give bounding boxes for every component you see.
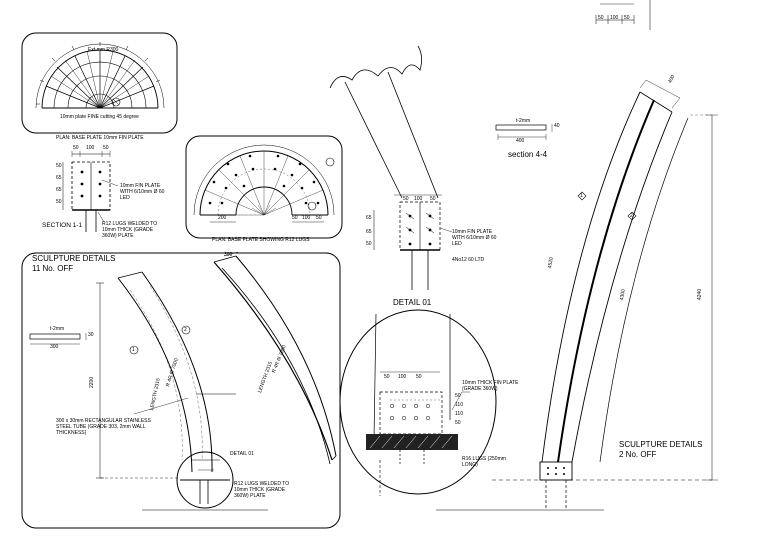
sculpture-11-height: 2200 — [89, 376, 95, 388]
top-right-dim-3: 50 — [624, 15, 630, 21]
detail-circle-plate-note: 10mm THICK FIN PLATE (GRADE 360W) — [462, 380, 519, 392]
section-1-1-side-dim-2: 65 — [56, 175, 62, 181]
sculpture-11-lug-note: R12 LUGS WELDED TO 10mm THICK (GRADE 360… — [234, 481, 290, 499]
section-4-4-flat-dim-side: 40 — [554, 123, 560, 129]
detail-01-title: DETAIL 01 — [393, 298, 432, 307]
detail-circle-side-dim-3: 110 — [455, 411, 463, 417]
detail-01-dim-2: 100 — [414, 196, 423, 202]
detail-circle-side-dim-1: 50 — [455, 393, 461, 399]
section-1-1-side-dim-1: 50 — [56, 163, 62, 169]
detail-circle-dim-1: 50 — [384, 374, 390, 380]
detail-01-side-dim-1: 65 — [366, 215, 372, 221]
top-right-dim-2: 100 — [610, 15, 619, 21]
lugs-plate-caption: PLAN: BASE PLATE SHOWING R12 LUGS — [212, 237, 310, 243]
detail-01-drawing — [329, 45, 453, 290]
sculpture-11-tube-note: 300 x 30mm RECTANGULAR STAINLESS STEEL T… — [56, 418, 151, 436]
top-right-dims — [595, 0, 651, 30]
section-1-1-fin-note: 10mm FIN PLATE WITH 6/10mm Ø 60 LED — [120, 183, 165, 201]
fin-plate-panel — [21, 32, 178, 134]
sculpture-2-callout-a: 1 — [580, 193, 583, 199]
section-1-1-dim-1: 50 — [73, 145, 79, 151]
detail-circle-side-dim-2: 110 — [455, 402, 463, 408]
sculpture-2-drawing — [492, 79, 718, 510]
detail-circle-side-dim-4: 50 — [455, 420, 461, 426]
detail-circle-drawing — [339, 309, 604, 511]
sculpture-11-detail-ref: DETAIL 01 — [230, 451, 254, 457]
sculpture-2-callout-b: 2 — [630, 213, 633, 219]
sculpture-2-title: SCULPTURE DETAILS — [619, 440, 703, 449]
section-1-1-dim-3: 50 — [103, 145, 109, 151]
top-right-dim-1: 50 — [598, 15, 604, 21]
section-1-1-title: SECTION 1-1 — [42, 222, 83, 229]
lugs-plate-dim-2: 100 — [302, 215, 311, 221]
sculpture-11-panel — [21, 251, 341, 529]
section-1-1-side-dim-3: 65 — [56, 187, 62, 193]
detail-01-fin-note: 10mm FIN PLATE WITH 6/10mm Ø 60 LED — [452, 229, 497, 247]
detail-01-dim-3: 50 — [430, 196, 436, 202]
detail-circle-dim-2: 100 — [398, 374, 407, 380]
detail-01-side-dim-2: 65 — [366, 229, 372, 235]
lugs-plate-dim-200: 200 — [218, 215, 227, 221]
section-1-1-side-dim-4: 50 — [56, 199, 62, 205]
sculpture-11-flat-dim-side: 30 — [88, 332, 94, 338]
fin-plate-top-dim: Ext.mm R300 — [88, 47, 119, 53]
section-1-1-lug-note: R12 LUGS WELDED TO 10mm THICK (GRADE 360… — [102, 221, 158, 239]
fin-plate-bottom-note: 10mm plate FINE cutting 45 degree — [60, 114, 139, 120]
sculpture-11-qty: 11 No. OFF — [32, 264, 74, 273]
sculpture-11-flat-label: t-2mm — [50, 326, 65, 332]
sculpture-11-flat-dim: 300 — [50, 344, 59, 350]
sculpture-2-qty: 2 No. OFF — [619, 450, 657, 459]
section-4-4-flat-label: t-2mm — [516, 118, 531, 124]
section-4-4-title: section 4-4 — [508, 150, 548, 159]
detail-01-side-dim-3: 50 — [366, 241, 372, 247]
sculpture-11-title: SCULPTURE DETAILS — [32, 254, 116, 263]
lugs-plate-dim-3: 50 — [316, 215, 322, 221]
section-1-1-drawing — [62, 151, 119, 232]
detail-circle-lug-note: R16 LUGS (250mm LONG) — [462, 456, 506, 468]
sculpture-2-height: 4240 — [697, 288, 703, 300]
sculpture-11-width-top: 300 — [224, 252, 233, 258]
detail-01-dim-1: 50 — [403, 196, 409, 202]
detail-circle-dim-3: 50 — [416, 374, 422, 380]
section-4-4-flat-dim: 400 — [516, 138, 525, 144]
detail-01-led-note: 4No12 60 LTD — [452, 257, 485, 263]
sculpture-11-callout-1: 1 — [132, 347, 135, 353]
lugs-plate-panel — [185, 135, 343, 239]
section-1-1-dim-2: 100 — [86, 145, 95, 151]
section-4-4-drawing — [495, 124, 553, 140]
sculpture-11-callout-2: 2 — [184, 327, 187, 333]
fin-plate-caption: PLAN: BASE PLATE 10mm FIN PLATE — [56, 135, 144, 141]
lugs-plate-dim-1: 50 — [292, 215, 298, 221]
